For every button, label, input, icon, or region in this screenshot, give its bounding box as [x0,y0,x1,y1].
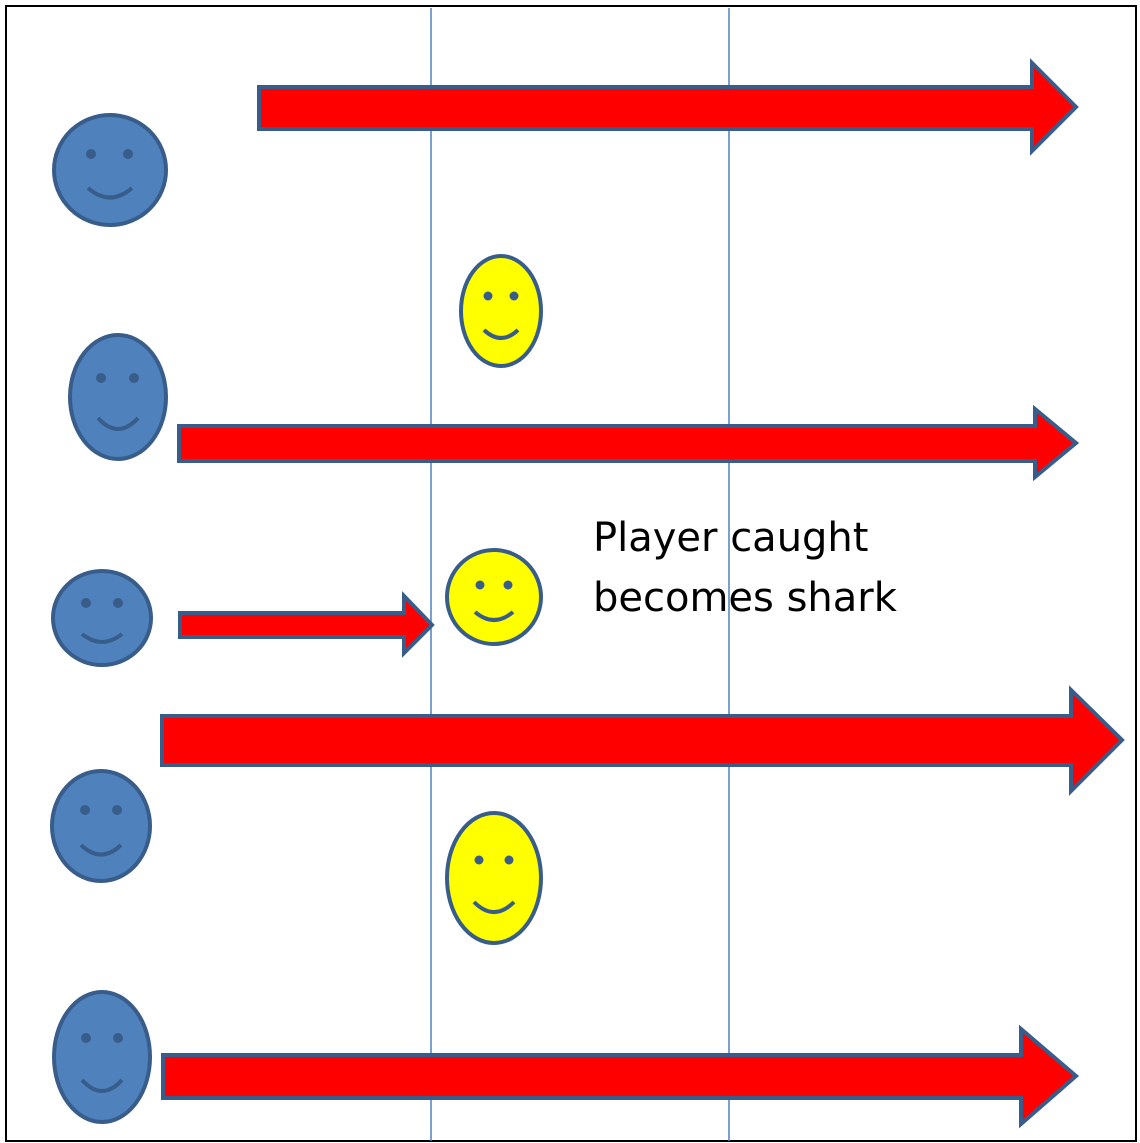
smile [80,632,124,644]
eye-right [113,1033,123,1043]
caption-line-1: Player caught [593,515,869,561]
player-face-4 [50,769,152,883]
shark-face-3 [445,811,543,945]
run-arrow-4 [161,1024,1080,1129]
caption-line-2: becomes shark [593,575,897,621]
eye-left [81,1033,91,1043]
eye-left [96,373,106,383]
smile [96,416,140,431]
shark-face-2 [445,548,543,646]
caption-text: Player caught becomes shark [593,508,953,628]
smile [472,900,516,914]
run-arrow-1 [257,58,1079,156]
smile [482,328,520,340]
eye-right [123,149,133,159]
smile [473,610,515,622]
player-face-3 [51,569,153,667]
eye-left [475,580,485,590]
eye-left [474,855,484,865]
eye-right [509,291,519,301]
frame-border [5,5,1137,1142]
eye-right [503,580,513,590]
shark-face-1 [459,254,543,368]
player-face-2 [68,333,168,461]
eye-right [129,373,139,383]
player-face-1 [52,113,168,227]
eye-left [483,291,493,301]
run-arrow-2 [177,404,1080,482]
eye-left [80,805,90,815]
eye-right [112,805,122,815]
smile [80,1078,124,1093]
eye-right [113,598,123,608]
eye-right [504,855,514,865]
caught-arrow [178,591,435,658]
eye-left [86,149,96,159]
eye-left [81,598,91,608]
player-face-5 [52,990,152,1124]
smile [86,186,134,200]
smile [79,843,123,857]
run-arrow-3 [160,685,1125,796]
